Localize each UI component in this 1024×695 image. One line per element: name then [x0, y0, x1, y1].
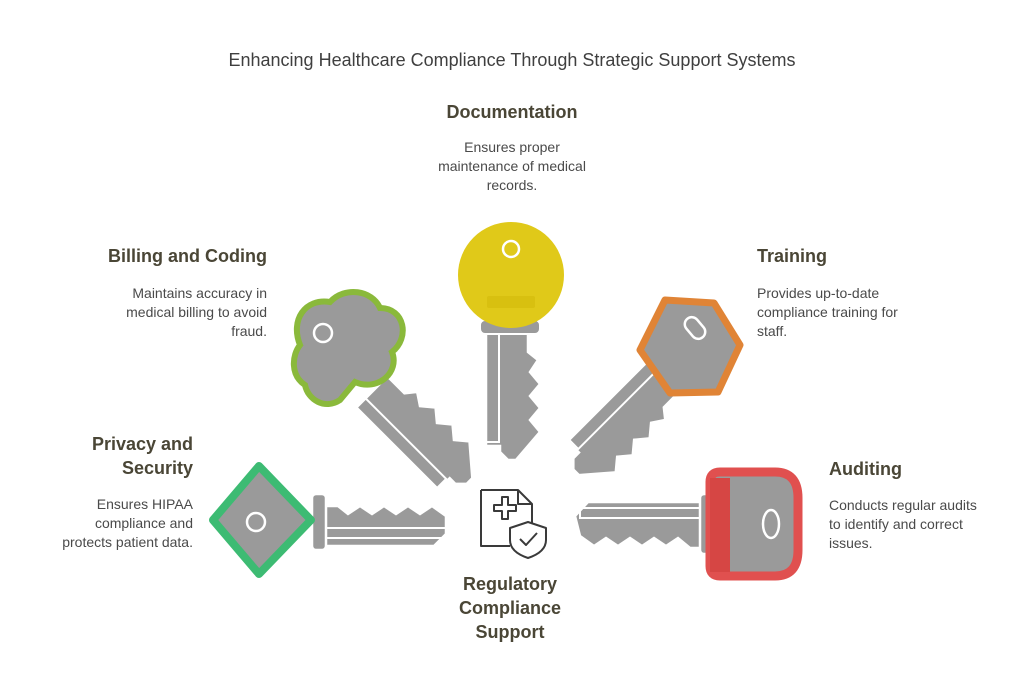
desc-line: to identify and correct [829, 516, 963, 532]
rect-key-icon [573, 467, 803, 581]
desc-line: fraud. [231, 323, 267, 339]
desc-line: Ensures proper [464, 139, 560, 155]
documentation-description: Ensures proper maintenance of medical re… [392, 138, 632, 195]
page-title: Enhancing Healthcare Compliance Through … [228, 50, 796, 70]
documentation-heading: Documentation [446, 102, 578, 122]
desc-line: medical billing to avoid [126, 304, 267, 320]
center-label: Regulatory Compliance Support [420, 572, 600, 644]
desc-line: Provides up-to-date [757, 285, 880, 301]
medical-document-shield-icon [480, 489, 547, 559]
auditing-description: Conducts regular audits to identify and … [829, 496, 1019, 553]
auditing-heading: Auditing [829, 459, 902, 479]
desc-line: issues. [829, 535, 873, 551]
round-key-icon [458, 222, 564, 462]
desc-line: compliance and [94, 515, 193, 531]
desc-line: maintenance of medical [438, 158, 586, 174]
desc-line: records. [486, 177, 538, 193]
center-label-line: Support [475, 622, 545, 642]
billing-heading: Billing and Coding [108, 246, 267, 266]
desc-line: compliance training for [757, 304, 898, 320]
desc-line: Ensures HIPAA [96, 496, 193, 512]
desc-line: Conducts regular audits [829, 497, 977, 513]
desc-line: protects patient data. [62, 534, 193, 550]
diamond-key-icon [209, 462, 448, 578]
hexagon-key-icon [565, 296, 744, 477]
heading-line: Security [121, 458, 193, 478]
desc-line: Maintains accuracy in [132, 285, 267, 301]
heading-line: Privacy and [91, 434, 193, 454]
privacy-description: Ensures HIPAA compliance and protects pa… [20, 495, 193, 552]
privacy-heading: Privacy and Security [20, 432, 193, 480]
billing-description: Maintains accuracy in medical billing to… [30, 284, 267, 341]
training-description: Provides up-to-date compliance training … [757, 284, 997, 341]
center-label-line: Regulatory [462, 574, 558, 594]
desc-line: staff. [757, 323, 788, 339]
center-label-line: Compliance [458, 598, 562, 618]
trefoil-key-icon [290, 288, 474, 492]
training-heading: Training [757, 246, 828, 266]
